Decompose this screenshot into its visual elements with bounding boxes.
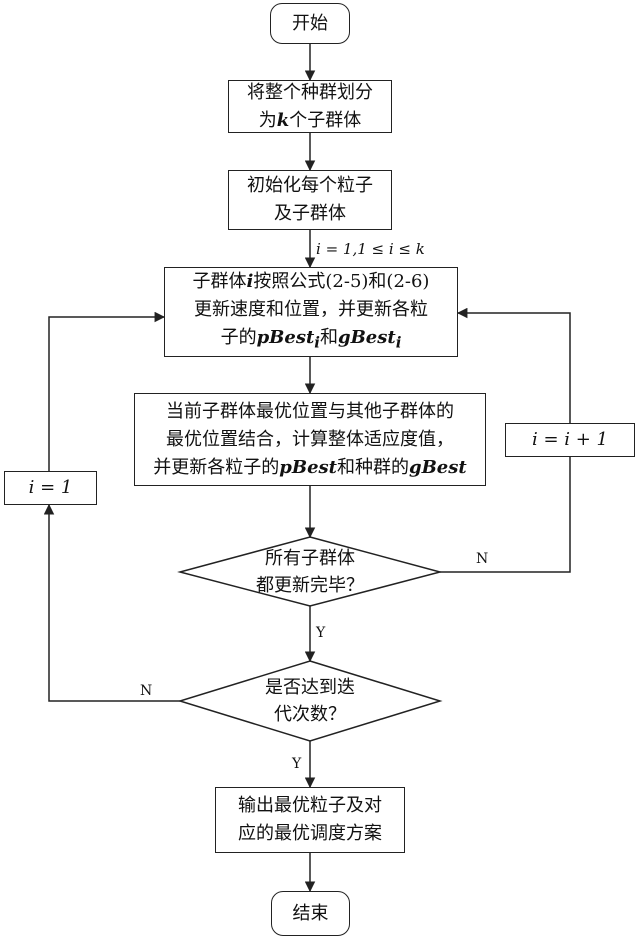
init-line-2: 及子群体 bbox=[274, 203, 346, 224]
output-line-2: 应的最优调度方案 bbox=[238, 823, 382, 844]
update-subswarm-node: 子群体i按照公式(2-5)和(2-6) 更新速度和位置，并更新各粒 子的pBes… bbox=[164, 267, 458, 357]
reset-i-text: i = 1 bbox=[28, 477, 73, 498]
update-line-2: 更新速度和位置，并更新各粒 bbox=[194, 298, 428, 320]
start-node: 开始 bbox=[270, 3, 350, 44]
combine-line-1: 当前子群体最优位置与其他子群体的 bbox=[166, 400, 454, 422]
combine-fitness-node: 当前子群体最优位置与其他子群体的 最优位置结合，计算整体适应度值， 并更新各粒子… bbox=[134, 393, 486, 486]
combine-line-2: 最优位置结合，计算整体适应度值， bbox=[166, 428, 454, 450]
initialize-node: 初始化每个粒子 及子群体 bbox=[228, 170, 392, 230]
update-line-1: 子群体i按照公式(2-5)和(2-6) bbox=[192, 270, 430, 292]
increment-i-node: i = i + 1 bbox=[505, 423, 635, 457]
decision2-shape bbox=[177, 660, 443, 742]
divide-line-2: 为k个子群体 bbox=[258, 109, 362, 131]
increment-i-text: i = i + 1 bbox=[531, 429, 609, 450]
decision2-no-label: N bbox=[140, 683, 153, 699]
edge-reset-to-update bbox=[48, 311, 166, 471]
k-variable: k bbox=[276, 109, 290, 131]
decision1-yes-label: Y bbox=[316, 625, 326, 641]
init-line-1: 初始化每个粒子 bbox=[247, 175, 373, 196]
decision1-no-label: N bbox=[476, 551, 489, 567]
output-node: 输出最优粒子及对 应的最优调度方案 bbox=[215, 787, 405, 853]
init-condition-label: i = 1,1 ≤ i ≤ k bbox=[316, 240, 425, 258]
decision1-text: 所有子群体 都更新完毕？ bbox=[256, 548, 364, 596]
output-line-1: 输出最优粒子及对 bbox=[238, 795, 382, 816]
edge-decision1-no-to-inc bbox=[440, 457, 571, 573]
combine-line-3: 并更新各粒子的pBest和种群的gBest bbox=[153, 456, 467, 478]
start-text: 开始 bbox=[292, 12, 328, 34]
reset-i-node: i = 1 bbox=[4, 471, 97, 505]
decision2-yes-label: Y bbox=[292, 756, 302, 772]
decision2-text: 是否达到迭 代次数？ bbox=[265, 677, 355, 725]
edge-inc-to-update bbox=[456, 307, 571, 423]
update-line-3: 子的pBesti和gBesti bbox=[220, 326, 402, 352]
divide-line-1: 将整个种群划分 bbox=[247, 81, 373, 103]
divide-population-node: 将整个种群划分 为k个子群体 bbox=[228, 80, 392, 133]
end-text: 结束 bbox=[292, 902, 329, 924]
end-node: 结束 bbox=[271, 891, 350, 936]
decision1-shape bbox=[177, 536, 443, 607]
edge-decision2-no-to-reset bbox=[43, 503, 180, 702]
